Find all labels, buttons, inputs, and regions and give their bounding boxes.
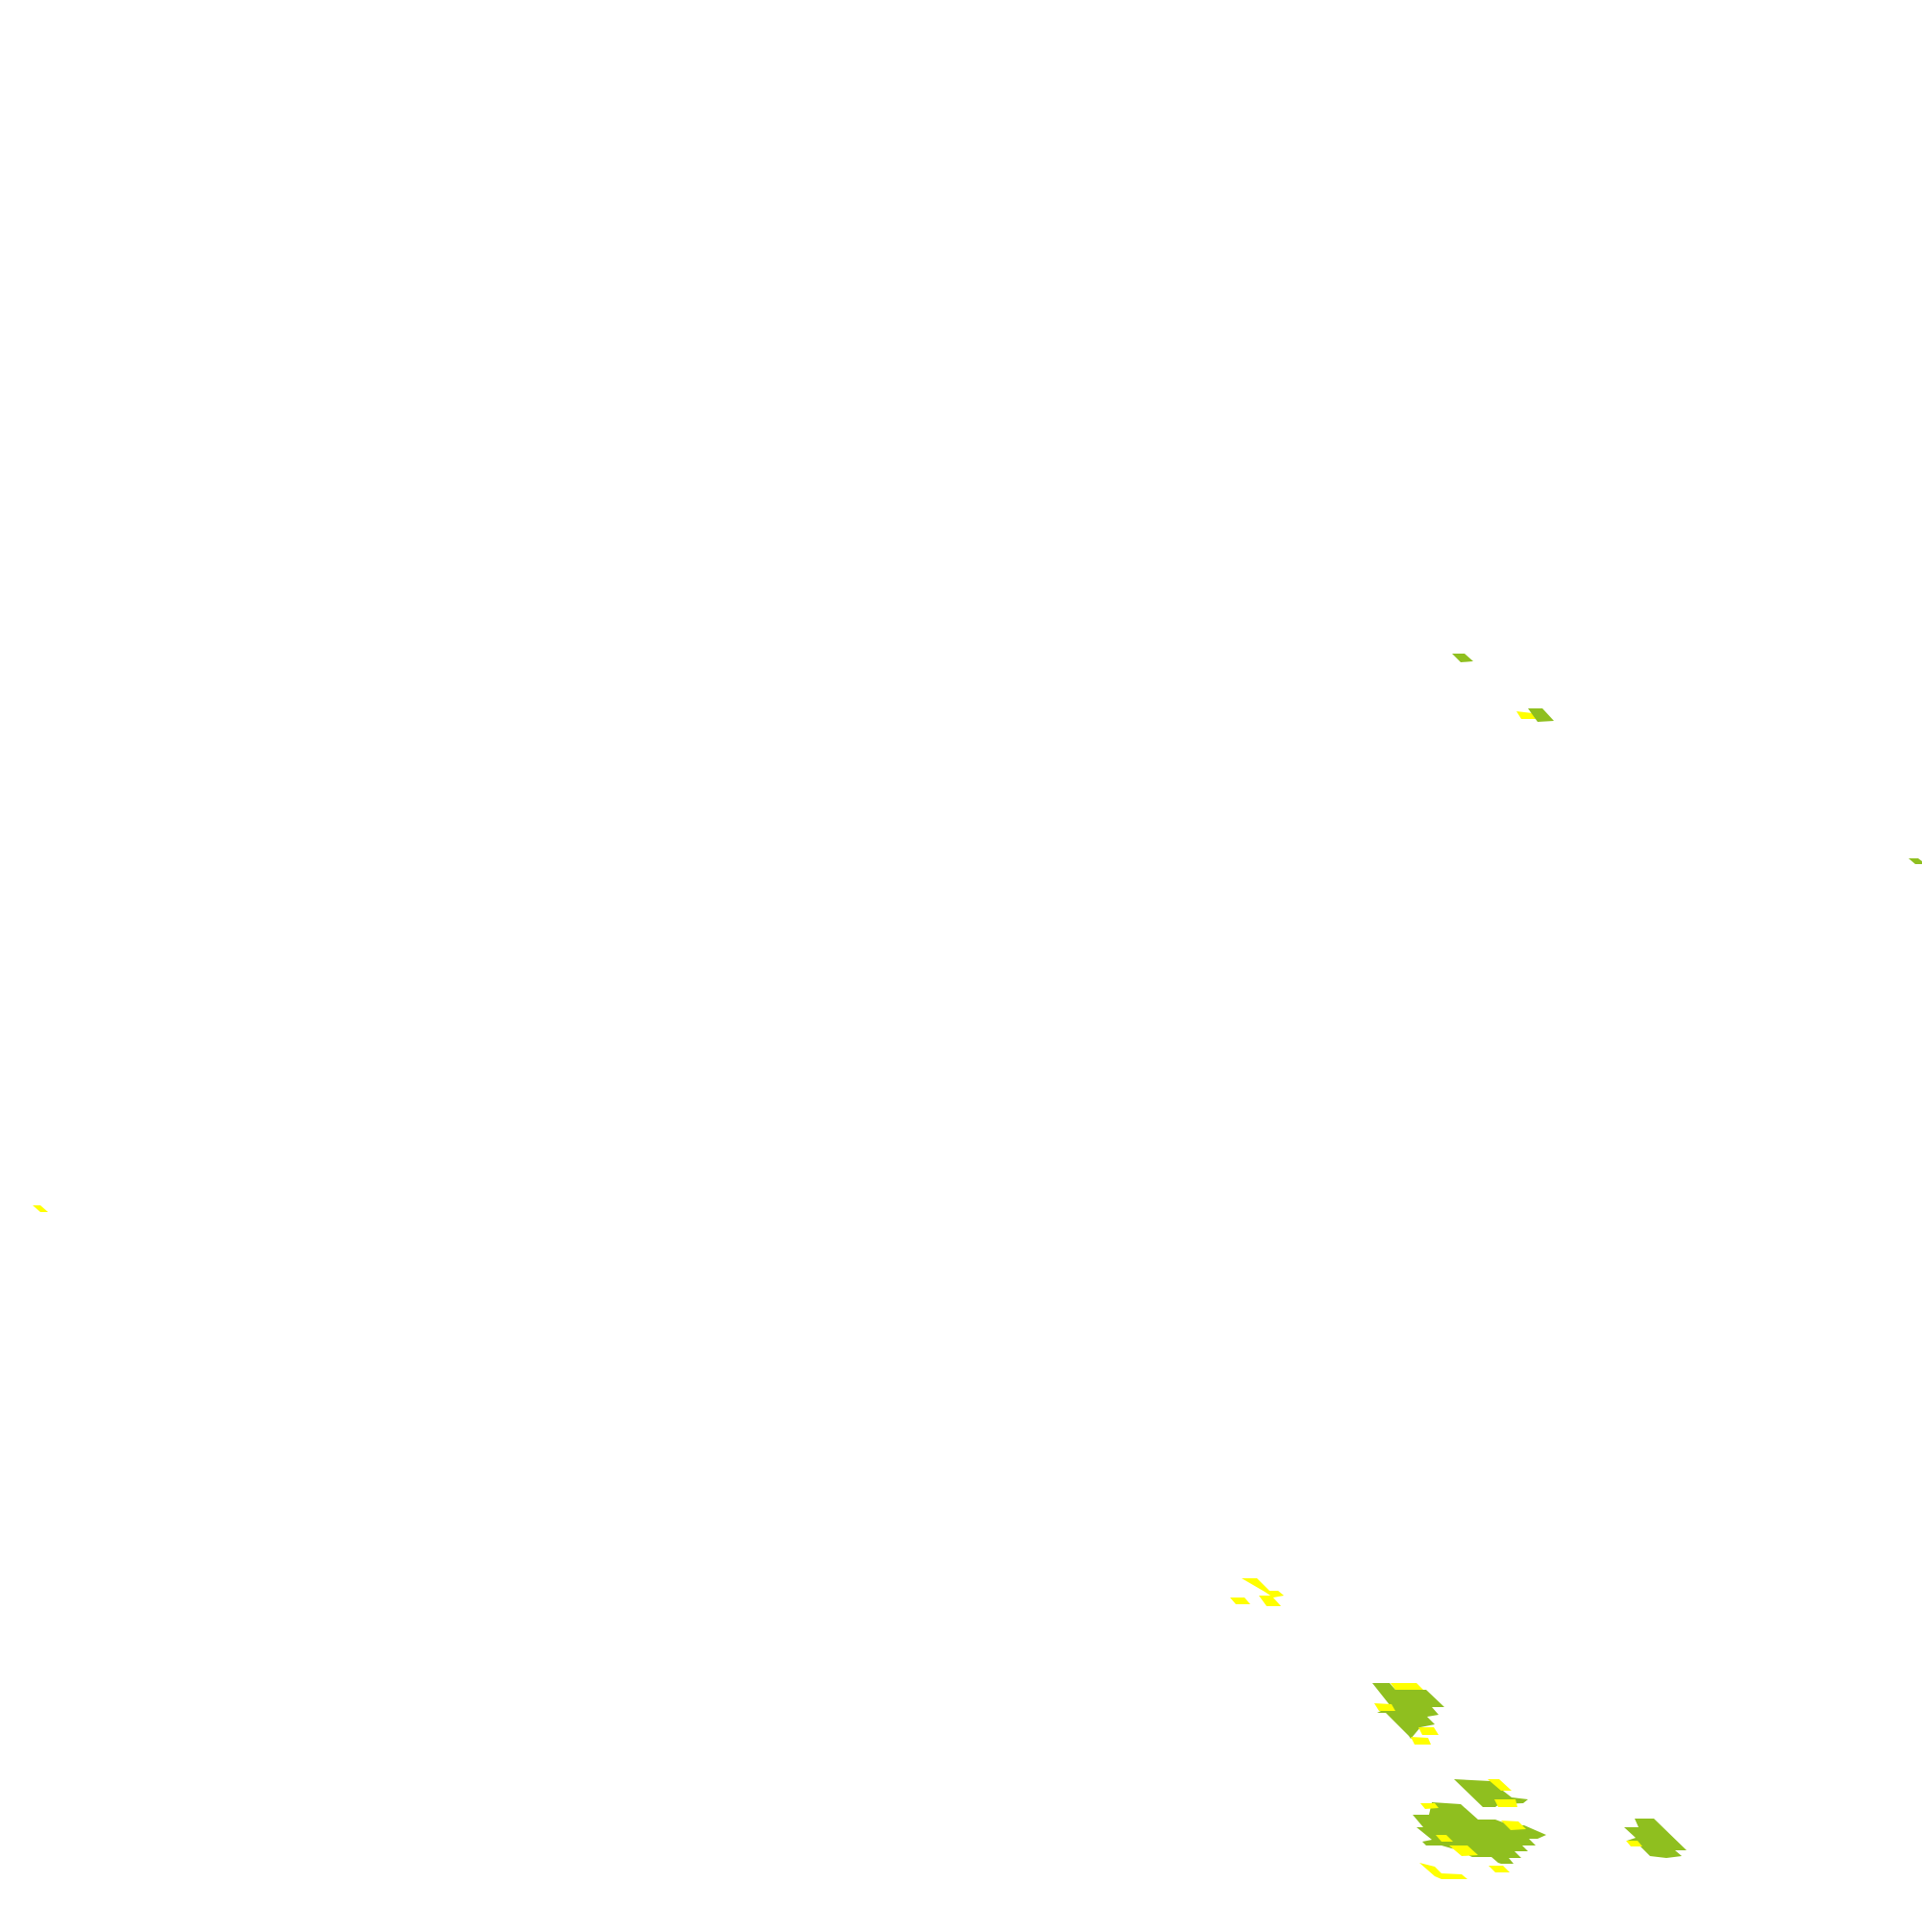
patch-low: [1418, 1727, 1439, 1735]
patch-cluster-west: [33, 1205, 48, 1212]
patch-low: [1494, 1799, 1517, 1807]
patch-low: [1419, 1863, 1467, 1879]
patch-low: [1259, 1596, 1281, 1606]
patch-high: [1528, 708, 1554, 722]
patch-high: [1413, 1802, 1546, 1864]
patch-low: [1420, 1803, 1439, 1809]
patch-low: [1436, 1835, 1453, 1842]
patch-low: [1230, 1598, 1250, 1604]
patch-low: [33, 1205, 48, 1212]
patch-high: [1624, 1819, 1687, 1858]
patch-high: [1372, 1683, 1444, 1739]
patch-low: [1411, 1737, 1431, 1745]
patch-low: [1449, 1845, 1478, 1856]
patch-high: [1452, 654, 1473, 662]
patch-low: [1374, 1703, 1395, 1711]
patch-low: [1242, 1578, 1284, 1598]
patch-low: [1489, 1866, 1510, 1872]
patch-low: [1501, 1821, 1526, 1830]
patch-low: [1488, 1779, 1512, 1791]
patch-cluster-south: [1230, 1578, 1687, 1879]
patch-cluster-north: [1452, 654, 1922, 864]
patch-low: [1516, 711, 1536, 719]
patch-low: [1626, 1841, 1642, 1846]
patch-low: [1391, 1683, 1423, 1690]
patch-high: [1909, 858, 1922, 864]
